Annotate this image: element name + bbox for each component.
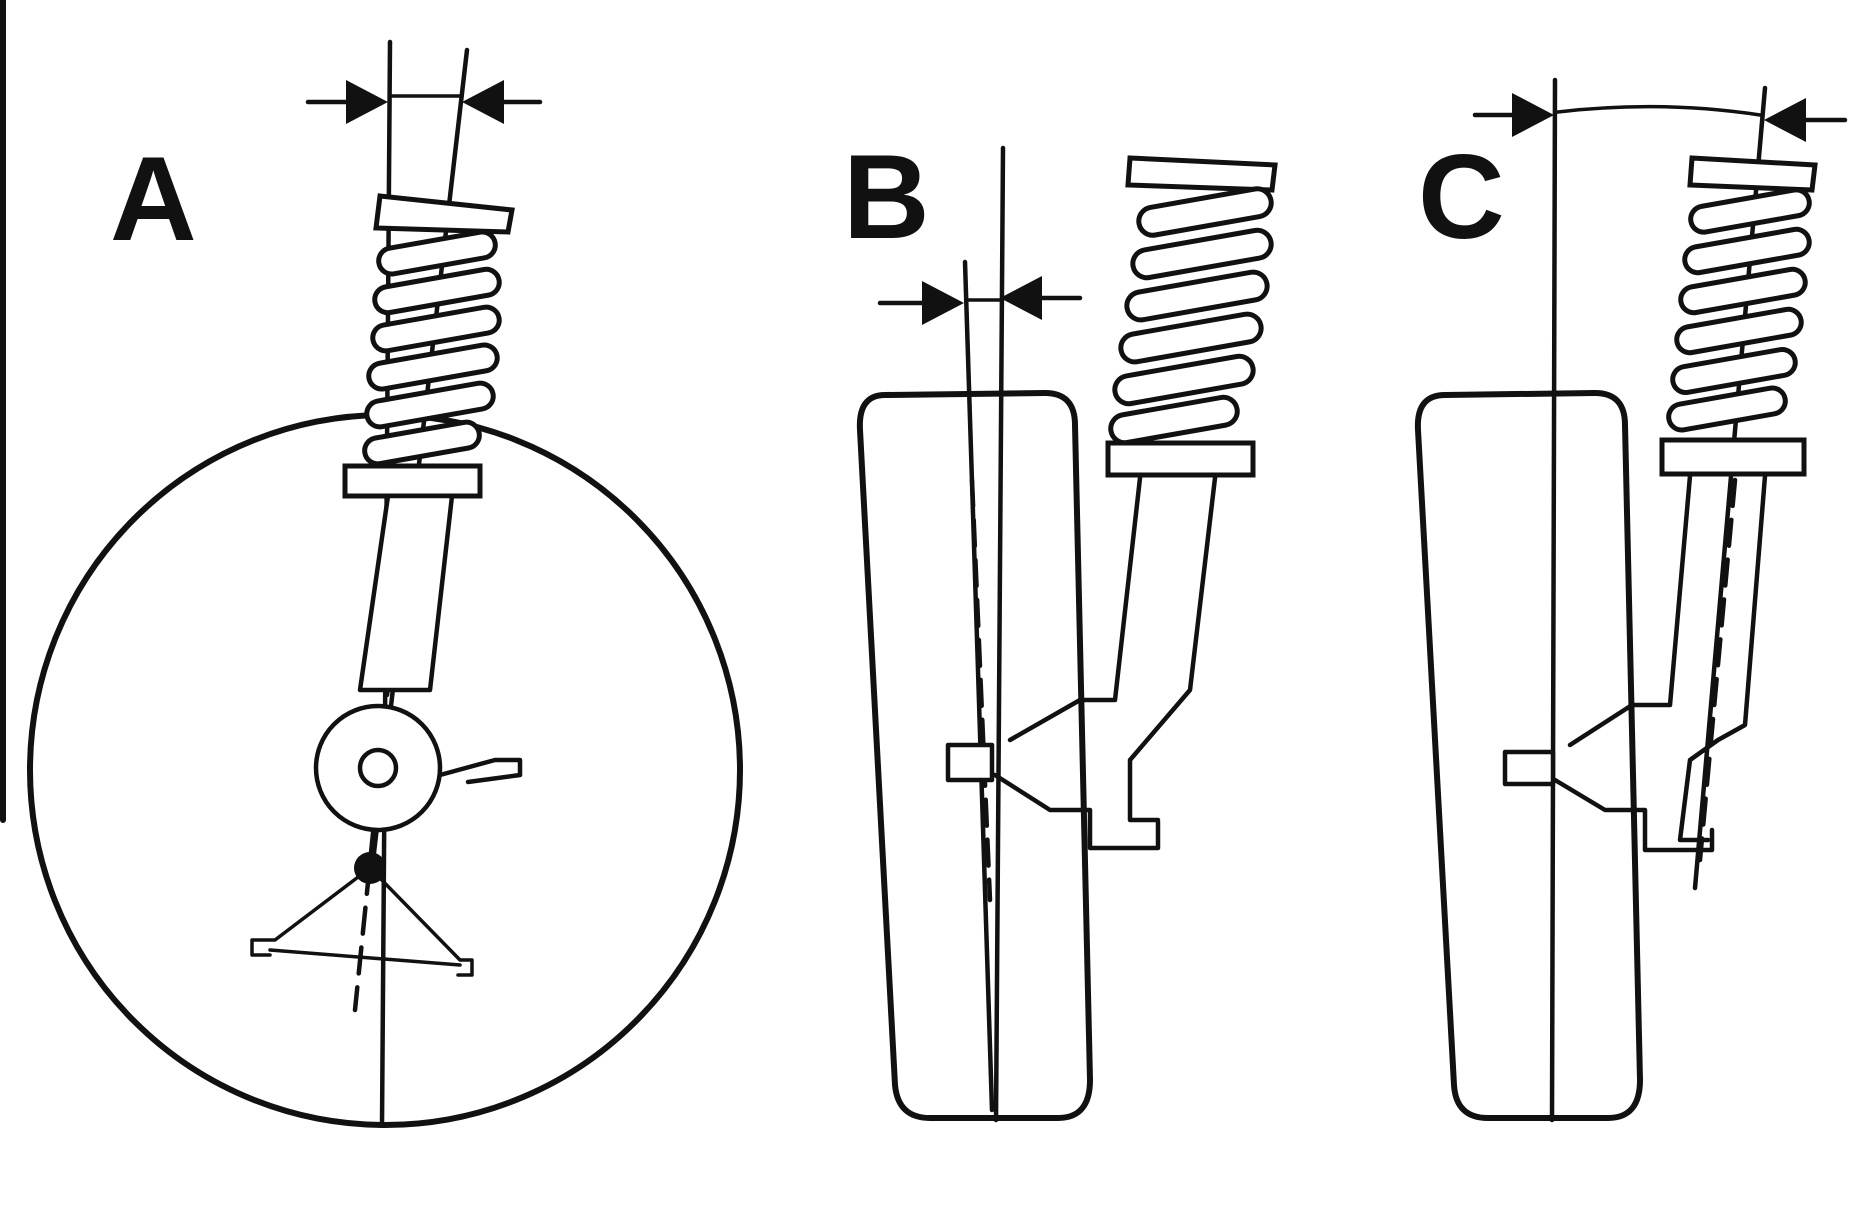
panel-b-spring-lower-plate: [1105, 440, 1256, 478]
panel-c: C: [1414, 77, 1848, 1123]
panel-a-coil-6: [362, 419, 482, 467]
panel-a-label: A: [110, 132, 197, 266]
panel-a-lower-arm-left: [250, 866, 372, 957]
panel-a-spring-top-plate: [373, 193, 515, 235]
panel-b-coil-4: [1118, 311, 1264, 365]
panel-c-axis-dashed: [1697, 477, 1738, 863]
panel-c-arrow-left-head: [1512, 93, 1554, 137]
panel-c-tyre: [1414, 390, 1643, 1121]
panel-a-coil-2: [372, 266, 502, 316]
panel-c-vertical-line: [1549, 77, 1558, 1123]
panel-b-knuckle-lower: [992, 772, 1161, 851]
panel-b-coil-3: [1124, 269, 1270, 323]
panel-b-label: B: [843, 130, 930, 264]
panel-a-coil-1: [376, 229, 498, 277]
panel-c-coil-6: [1666, 385, 1788, 433]
panel-c-coil-5: [1670, 346, 1798, 396]
panel-c-label: C: [1418, 130, 1505, 264]
panel-a: A: [27, 39, 743, 1128]
panel-b-arrow-left-head: [922, 281, 964, 325]
panel-a-coil-5: [364, 380, 496, 430]
panel-b-coil-2: [1130, 227, 1274, 281]
panel-a-arrow-right-head: [462, 80, 504, 124]
panel-c-arrow-right-head: [1764, 98, 1806, 142]
panel-c-coil-3: [1678, 266, 1808, 316]
panel-c-spring-top-plate: [1687, 155, 1818, 193]
panel-b-axis-dashed: [969, 477, 993, 903]
panel-a-strut-body: [357, 493, 455, 693]
panel-c-coil-2: [1682, 226, 1812, 276]
panel-b-coil-1: [1136, 186, 1274, 238]
panel-a-lower-arm-cross: [268, 948, 462, 967]
panel-b-strut-right: [1127, 475, 1218, 823]
panel-b-spindle: [945, 742, 995, 783]
panel-a-hub-center: [357, 747, 399, 789]
panel-c-strut-right: [1677, 473, 1768, 843]
panel-c-spindle: [1502, 749, 1556, 787]
panel-a-hub: [313, 703, 443, 833]
panel-a-steering-arm: [437, 757, 523, 785]
panel-b-spring-top-plate: [1125, 155, 1278, 193]
panel-b-axis-line: [962, 259, 995, 1113]
panel-a-arrow-left-head: [346, 80, 388, 124]
panel-b-tyre: [856, 390, 1093, 1121]
panel-a-lower-arm-right: [368, 866, 474, 977]
panel-b-arrow-right-head: [1000, 276, 1042, 320]
panel-c-spring-lower-plate: [1659, 437, 1807, 477]
panel-a-spring-lower-plate: [342, 463, 483, 499]
panel-c-coil-4: [1674, 306, 1804, 356]
panel-b-strut-left: [1007, 475, 1143, 743]
panel-b-vertical-line: [993, 145, 1006, 1123]
panel-c-knuckle-lower: [1552, 777, 1715, 853]
panel-c-coil-1: [1688, 187, 1812, 235]
panel-c-dim-arc: [1556, 104, 1762, 117]
panel-a-coil-3: [370, 304, 502, 354]
panel-c-strut-left: [1567, 473, 1693, 748]
panel-b: B: [843, 130, 1278, 1123]
panel-b-coil-5: [1112, 353, 1256, 407]
panel-b-coil-6: [1108, 394, 1240, 446]
panel-a-coil-4: [366, 342, 500, 392]
